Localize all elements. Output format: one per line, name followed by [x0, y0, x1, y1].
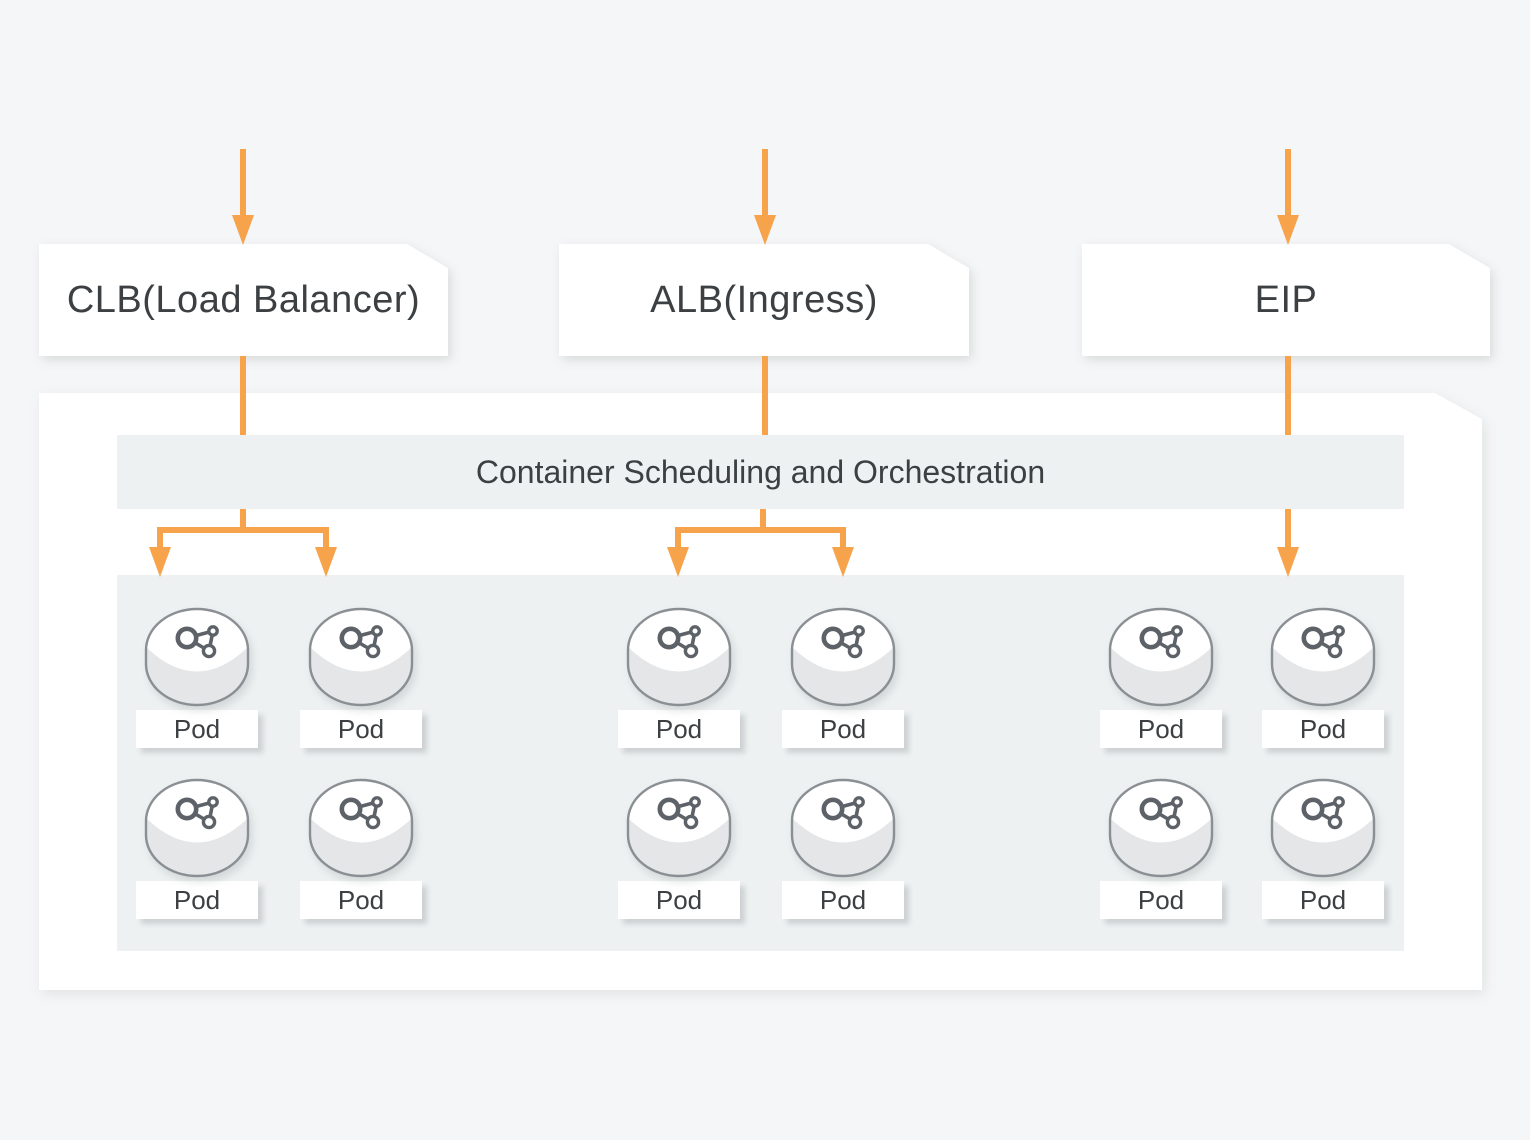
pod-cylinder-icon	[144, 778, 250, 878]
alb-split-arrowhead-right-icon	[832, 547, 854, 577]
alb-split-arm-right	[840, 533, 846, 548]
pod-cylinder-icon	[1108, 778, 1214, 878]
clb-split-arrowhead-right-icon	[315, 547, 337, 577]
alb-split-arm-left	[675, 533, 681, 548]
clb-incoming-arrowhead-icon	[232, 215, 254, 245]
disc-icon	[308, 607, 414, 707]
pod: Pod	[300, 778, 422, 919]
pod: Pod	[1100, 607, 1222, 748]
disc-icon	[308, 778, 414, 878]
node-clb-wrap: CLB(Load Balancer)	[39, 244, 448, 356]
alb-split-arrowhead-left-icon	[667, 547, 689, 577]
scheduler-banner-label: Container Scheduling and Orchestration	[475, 453, 1046, 490]
eip-drop-line	[1285, 509, 1291, 548]
pod: Pod	[618, 778, 740, 919]
node-eip-wrap: EIP	[1082, 244, 1490, 356]
pod: Pod	[1262, 778, 1384, 919]
pod: Pod	[782, 778, 904, 919]
disc-icon	[144, 778, 250, 878]
pod-label: Pod	[782, 881, 904, 919]
node-clb-label: CLB(Load Balancer)	[66, 278, 421, 321]
pod-label: Pod	[618, 881, 740, 919]
disc-icon	[626, 607, 732, 707]
pod-label: Pod	[618, 710, 740, 748]
pod: Pod	[618, 607, 740, 748]
pod: Pod	[136, 778, 258, 919]
pod-cylinder-icon	[1270, 778, 1376, 878]
clb-split-arm-right	[323, 533, 329, 548]
clb-split-bar	[157, 527, 329, 533]
eip-drop-arrowhead-icon	[1277, 547, 1299, 577]
pod-cylinder-icon	[1270, 607, 1376, 707]
disc-icon	[144, 607, 250, 707]
clb-split-arrowhead-left-icon	[149, 547, 171, 577]
alb-split-stub	[760, 509, 766, 527]
alb-split-bar	[675, 527, 846, 533]
node-clb: CLB(Load Balancer)	[39, 244, 448, 356]
pod-cylinder-icon	[308, 607, 414, 707]
disc-icon	[1270, 607, 1376, 707]
pod-label: Pod	[300, 710, 422, 748]
node-alb: ALB(Ingress)	[559, 244, 969, 356]
pod-cylinder-icon	[626, 778, 732, 878]
pod-label: Pod	[136, 881, 258, 919]
disc-icon	[1108, 778, 1214, 878]
disc-icon	[790, 607, 896, 707]
disc-icon	[790, 778, 896, 878]
scheduler-banner: Container Scheduling and Orchestration	[117, 435, 1404, 509]
disc-icon	[626, 778, 732, 878]
pod-cylinder-icon	[144, 607, 250, 707]
pod: Pod	[1262, 607, 1384, 748]
pod-cylinder-icon	[790, 607, 896, 707]
pod-label: Pod	[1262, 881, 1384, 919]
pod-label: Pod	[1100, 881, 1222, 919]
alb-to-banner-line	[762, 356, 768, 435]
eip-incoming-arrowhead-icon	[1277, 215, 1299, 245]
pod-label: Pod	[136, 710, 258, 748]
alb-incoming-arrowhead-icon	[754, 215, 776, 245]
alb-incoming-arrow-line	[762, 149, 768, 217]
clb-to-banner-line	[240, 356, 246, 435]
node-eip-label: EIP	[1254, 278, 1318, 321]
eip-to-banner-line	[1285, 356, 1291, 435]
pod-label: Pod	[1100, 710, 1222, 748]
clb-split-arm-left	[157, 533, 163, 548]
clb-split-stub	[240, 509, 246, 527]
node-eip: EIP	[1082, 244, 1490, 356]
pod-cylinder-icon	[1108, 607, 1214, 707]
pod: Pod	[1100, 778, 1222, 919]
pod-label: Pod	[1262, 710, 1384, 748]
disc-icon	[1270, 778, 1376, 878]
pod: Pod	[136, 607, 258, 748]
clb-incoming-arrow-line	[240, 149, 246, 217]
pod-cylinder-icon	[626, 607, 732, 707]
pod-label: Pod	[300, 881, 422, 919]
pod-cylinder-icon	[308, 778, 414, 878]
eip-incoming-arrow-line	[1285, 149, 1291, 217]
node-alb-label: ALB(Ingress)	[650, 278, 878, 321]
pod-label: Pod	[782, 710, 904, 748]
pod: Pod	[300, 607, 422, 748]
node-alb-wrap: ALB(Ingress)	[559, 244, 969, 356]
pod-cylinder-icon	[790, 778, 896, 878]
disc-icon	[1108, 607, 1214, 707]
pod: Pod	[782, 607, 904, 748]
